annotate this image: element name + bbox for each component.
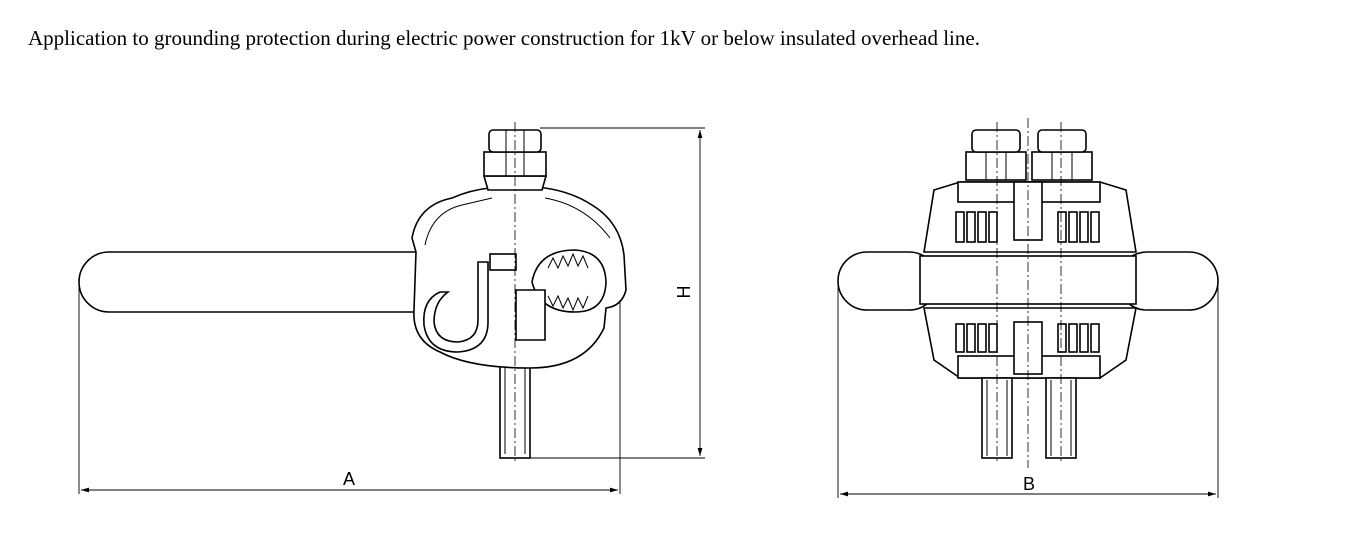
conductor-jaw	[515, 249, 607, 341]
front-view: B	[837, 118, 1219, 498]
dimension-label-b: B	[1023, 474, 1035, 494]
front-bolt-right	[1031, 129, 1093, 181]
dimension-h: H	[530, 127, 705, 459]
hook-nut	[489, 253, 517, 271]
side-view: A H	[78, 122, 705, 494]
front-studs	[981, 377, 1077, 459]
lower-slots	[955, 323, 1100, 353]
dimension-a: A	[78, 285, 621, 494]
dimension-label-a: A	[343, 469, 355, 489]
front-bolt-left	[965, 129, 1027, 181]
j-hook	[423, 261, 489, 353]
dimension-label-h: H	[674, 286, 694, 299]
description-caption: Application to grounding protection duri…	[28, 26, 980, 50]
clamp-body	[411, 187, 627, 369]
dimension-b: B	[837, 282, 1219, 498]
